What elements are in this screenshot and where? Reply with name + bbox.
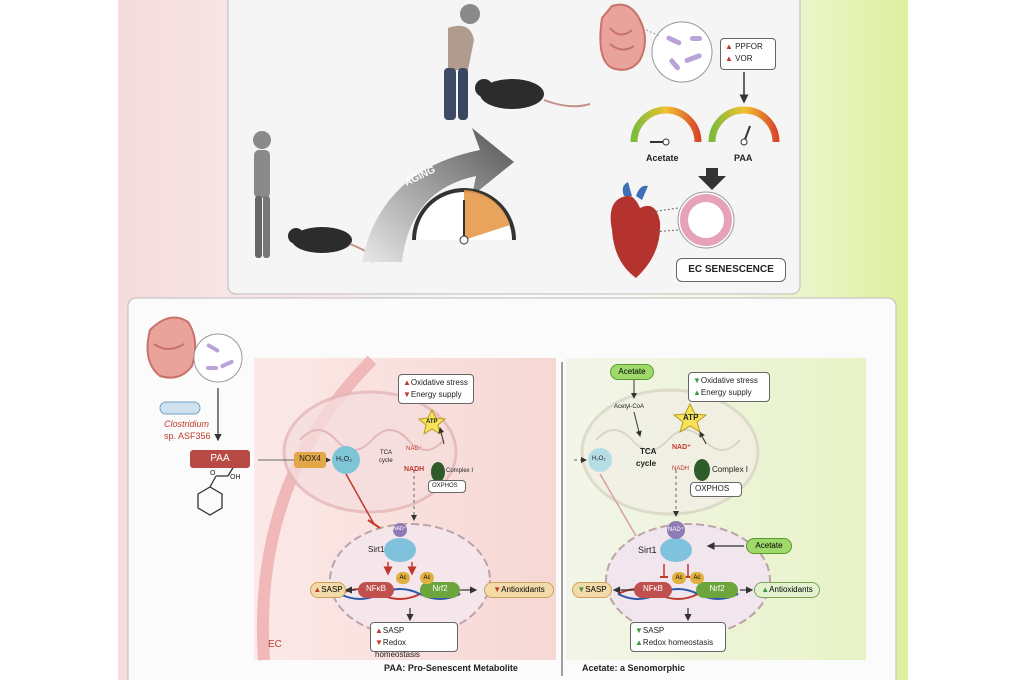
ac-left-2: Ac [420,572,434,584]
stress-right-1: Oxidative stress [700,376,758,385]
complex-left-label: Complex I [446,468,474,474]
complex-i-left-icon [431,462,445,482]
sasp-left-pill: ▲SASP [310,582,346,598]
tca-right-label: TCA [640,447,657,456]
enzyme-ppfor: PPFOR [735,42,763,51]
stress-left-box: ▲Oxidative stress ▼Energy supply [398,374,474,404]
nad-small-right-label: NAD⁺ [668,527,684,533]
heart-icon [610,182,661,278]
antioxidants-right-text: Antioxidants [769,585,813,594]
old-human-icon [444,4,480,120]
mitochondrion-left [282,390,458,514]
nrf2-left-pill: Nrf2 [420,582,460,598]
atp-right-label: ATP [683,413,699,422]
ec-membrane [256,355,377,661]
stress-right-box: ▼Oxidative stress ▲Energy supply [688,372,770,402]
gauge-acetate-label: Acetate [646,153,679,163]
nadh-left-label: NADH [404,466,425,473]
paa-oh-label: OH [230,474,241,481]
ac-right-2: Ac [690,572,704,584]
ec-senescence-box: EC SENESCENCE [676,258,786,282]
bottom-left-2: Redox homeostasis [375,638,420,659]
antioxidants-left-pill: ▼Antioxidants [484,582,554,598]
ac-left-1: Ac [396,572,410,584]
sirt1-right-label: Sirt1 [638,545,657,555]
ac-right-1: Ac [672,572,686,584]
nad-small-left-label: NAD⁺ [393,526,407,532]
tca-left-label: TCA [380,450,392,456]
acetate-gauge-icon [630,106,702,146]
paa-box: PAA [190,450,250,468]
acetyl-coa-label: Acetyl-CoA [614,404,645,410]
cycle-left-label: cycle [379,458,393,464]
nfkb-left-pill: NFκB [358,582,394,598]
old-mouse-icon [475,79,591,109]
bottom-left-1: SASP [382,626,405,635]
paa-o-label: O [210,470,216,477]
vessel-cross-section [680,194,732,246]
intestine-icon-bottom [146,316,197,379]
aging-gauge-icon [412,188,516,245]
acetate-side-pill: Acetate [746,538,792,554]
complex-right-label: Complex I [712,465,749,474]
antioxidants-left-text: Antioxidants [501,585,545,594]
oxphos-left-box: OXPHOS [428,480,466,493]
antioxidants-right-pill: ▲Antioxidants [754,582,820,598]
bottom-left-box: ▲SASP ▼Redox homeostasis [370,622,458,659]
caption-left: PAA: Pro-Senescent Metabolite [384,663,518,673]
intestine-icon-top [599,3,646,71]
atp-left-label: ATP [426,419,438,425]
stress-left-2: Energy supply [410,390,462,399]
acetate-top-pill: Acetate [610,364,654,380]
sirt1-left-icon [384,538,416,562]
microbe-zoom-top [651,21,713,83]
nad-left-label: NAD⁺ [406,446,422,452]
young-human-icon [253,131,271,258]
nfkb-right-pill: NFκB [634,582,672,598]
aging-arrow [362,128,514,262]
species-name-line1: Clostridium [164,419,210,429]
stress-right-2: Energy supply [700,388,752,397]
oxphos-right-box: OXPHOS [690,482,742,497]
complex-i-right-icon [694,459,710,481]
h2o2-right-label: H₂O₂ [592,456,606,462]
h2o2-left-label: H₂O₂ [336,456,352,463]
sirt1-right-icon [660,538,692,562]
ec-label: EC [268,639,282,650]
sasp-left-text: SASP [321,585,343,594]
species-name-line2: sp. ASF356 [164,431,211,441]
nadh-right-label: NADH [672,466,690,472]
nucleus-left [329,523,491,637]
sasp-right-pill: ▼SASP [572,582,612,598]
sirt1-left-label: Sirt1 [368,545,385,554]
bottom-right-box: ▼SASP ▲Redox homeostasis [630,622,726,652]
gauge-paa-label: PAA [734,153,753,163]
bottom-right-1: SASP [642,626,665,635]
cycle-right-label: cycle [636,459,657,468]
down-arrow [698,168,726,190]
nrf2-right-pill: Nrf2 [696,582,738,598]
paa-gauge-icon [708,106,780,146]
nox4-box: NOX4 [294,452,326,468]
enzyme-vor: VOR [735,54,753,63]
enzyme-box: ▲ PPFOR ▲ VOR [720,38,776,70]
stress-left-1: Oxidative stress [410,378,468,387]
nad-right-label: NAD⁺ [672,444,691,451]
atp-right-icon [672,402,708,434]
h2o2-right-icon [588,448,612,472]
h2o2-left-icon [332,446,360,474]
caption-right: Acetate: a Senomorphic [582,663,686,673]
bottom-right-2: Redox homeostasis [642,638,714,647]
sasp-right-text: SASP [585,585,607,594]
microbe-zoom-bottom [193,333,243,383]
clostridium-icon [159,401,201,415]
